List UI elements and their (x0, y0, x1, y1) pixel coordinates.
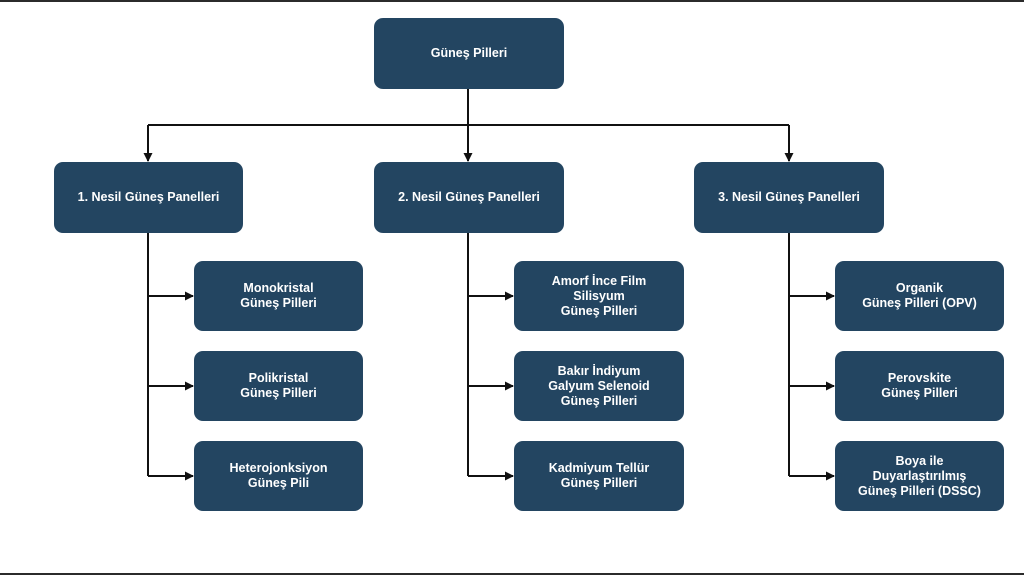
top-frame-line (0, 0, 1024, 2)
cigs-node: Bakır İndiyum Galyum Selenoid Güneş Pill… (514, 351, 684, 421)
monokristal-node: Monokristal Güneş Pilleri (194, 261, 363, 331)
root-node: Güneş Pilleri (374, 18, 564, 89)
organik-opv-node: Organik Güneş Pilleri (OPV) (835, 261, 1004, 331)
perovskite-node: Perovskite Güneş Pilleri (835, 351, 1004, 421)
generation-1-node: 1. Nesil Güneş Panelleri (54, 162, 243, 233)
dssc-node: Boya ile Duyarlaştırılmış Güneş Pilleri … (835, 441, 1004, 511)
generation-3-node: 3. Nesil Güneş Panelleri (694, 162, 884, 233)
amorf-silisyum-node: Amorf İnce Film Silisyum Güneş Pilleri (514, 261, 684, 331)
bottom-frame-line (0, 573, 1024, 575)
kadmiyum-tellur-node: Kadmiyum Tellür Güneş Pilleri (514, 441, 684, 511)
polikristal-node: Polikristal Güneş Pilleri (194, 351, 363, 421)
generation-2-node: 2. Nesil Güneş Panelleri (374, 162, 564, 233)
heterojonksiyon-node: Heterojonksiyon Güneş Pili (194, 441, 363, 511)
